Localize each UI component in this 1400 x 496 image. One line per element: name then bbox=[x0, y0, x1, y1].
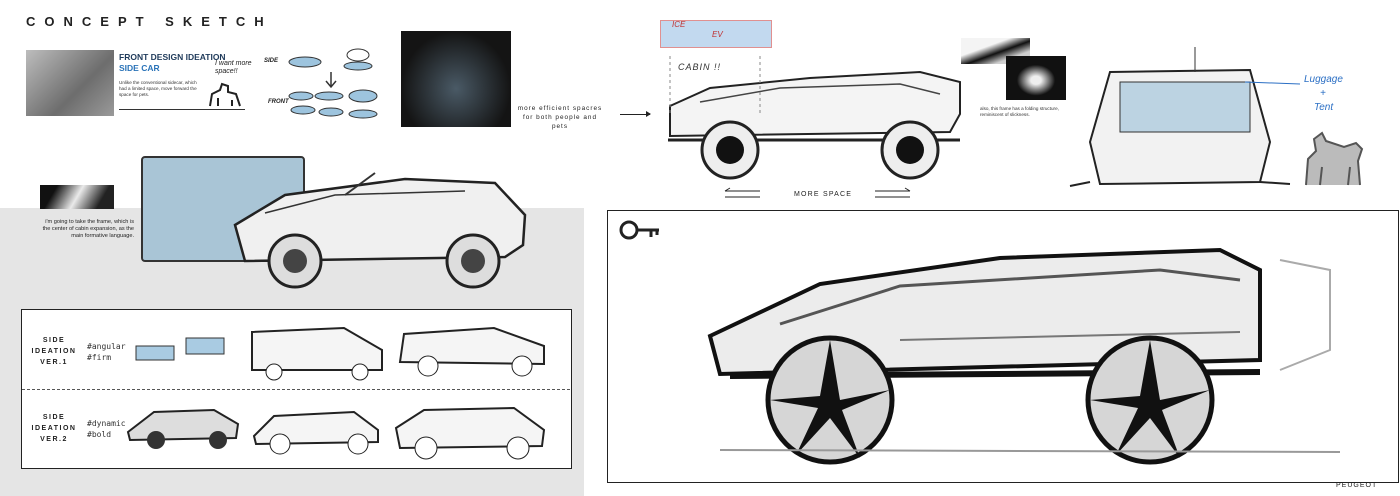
sidecar-photo bbox=[26, 50, 114, 116]
ice-label: ICE bbox=[672, 20, 686, 29]
tag-firm: #firm bbox=[87, 353, 112, 362]
side-ideation-v2-sketches bbox=[126, 406, 546, 460]
divider-line bbox=[119, 109, 245, 110]
tag-angular: #angular bbox=[87, 342, 126, 351]
tag-bold: #bold bbox=[87, 430, 112, 439]
main-frame-car-sketch bbox=[233, 172, 527, 289]
dog-speech: I want more space!! bbox=[215, 60, 252, 75]
dog-silhouette bbox=[1305, 131, 1364, 186]
front-design-body: Unlike the conventional sidecar, which h… bbox=[119, 80, 197, 97]
frame-intro-text: i'm going to take the frame, which is th… bbox=[42, 219, 134, 239]
side-ideation-v2-tags: #dynamic #bold bbox=[87, 418, 126, 440]
dog-sketch bbox=[209, 82, 241, 107]
interior-render bbox=[401, 31, 511, 127]
ice-ev-diagram bbox=[660, 20, 772, 48]
front-design-title: FRONT DESIGN IDEATION bbox=[119, 52, 226, 62]
tent-label: Tent bbox=[1314, 102, 1334, 113]
side-ideation-v1-sketches bbox=[135, 326, 545, 381]
frame-material-swatch bbox=[40, 185, 114, 209]
rear-note: Luggage + Tent bbox=[1304, 73, 1343, 115]
key-icon bbox=[619, 220, 659, 240]
front-view-label: FRONT bbox=[268, 99, 289, 105]
more-space-arrows bbox=[724, 187, 911, 198]
fold-structure-swatch bbox=[1006, 56, 1066, 100]
luggage-label: Luggage bbox=[1304, 74, 1343, 85]
ev-label: EV bbox=[712, 30, 723, 39]
brand-label: PEUGEOT bbox=[1336, 482, 1378, 489]
side-ideation-v2-label: SIDE IDEATION VER.2 bbox=[31, 414, 77, 443]
cabin-label: CABIN !! bbox=[678, 62, 722, 72]
ideation-divider bbox=[22, 389, 570, 390]
rear-view-sketch bbox=[1069, 47, 1301, 187]
plus-label: + bbox=[1320, 88, 1326, 99]
side-ideation-v1-tags: #angular #firm bbox=[87, 341, 126, 363]
front-design-subtitle: SIDE CAR bbox=[119, 63, 160, 73]
side-ideation-v1-label: SIDE IDEATION VER.1 bbox=[31, 337, 77, 366]
frame-fold-note: also, this frame has a folding structure… bbox=[980, 106, 1059, 117]
cabin-side-sketch bbox=[668, 56, 961, 180]
sidecar-concept-sketch bbox=[288, 48, 378, 119]
page-title: CONCEPT SKETCH bbox=[26, 14, 273, 29]
tag-dynamic: #dynamic bbox=[87, 419, 126, 428]
efficiency-note: more efficient spacres for both people a… bbox=[517, 105, 603, 130]
final-car-sketch bbox=[707, 247, 1341, 465]
side-view-label: SIDE bbox=[264, 58, 279, 64]
arrow-right-icon bbox=[620, 111, 651, 117]
more-space-label: MORE SPACE bbox=[794, 191, 853, 198]
